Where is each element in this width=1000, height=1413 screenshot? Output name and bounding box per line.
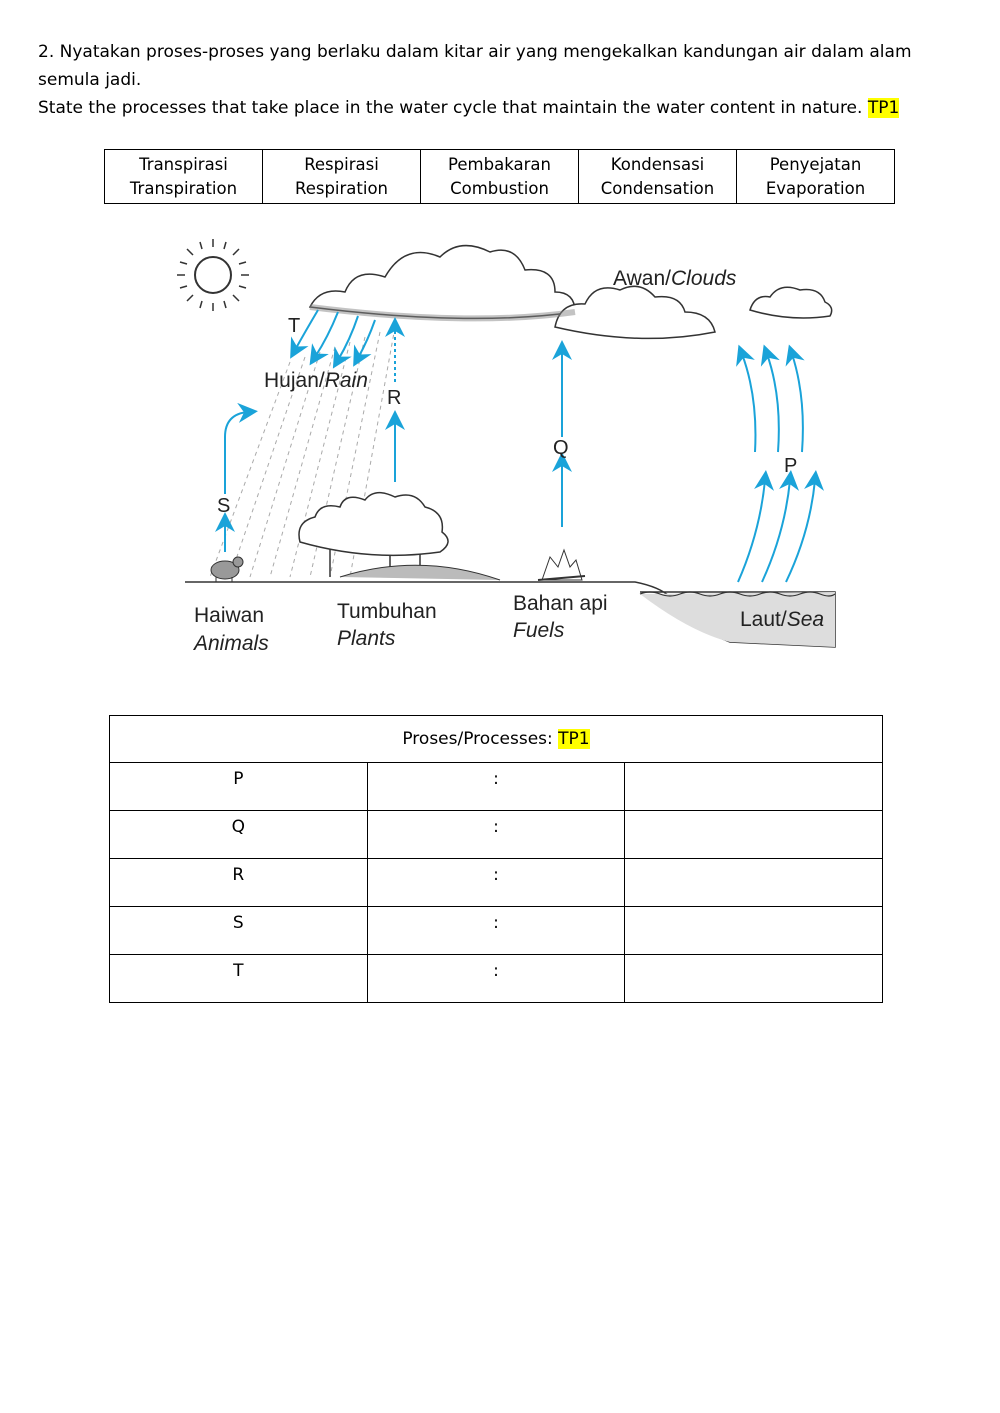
letter-r: R — [387, 387, 401, 409]
row-colon: : — [366, 858, 626, 907]
question-malay: 2. Nyatakan proses-proses yang berlaku d… — [38, 42, 912, 90]
fuel-icon — [537, 548, 586, 581]
answer-field-r[interactable] — [624, 858, 883, 907]
clouds-label: Awan/Clouds — [613, 267, 737, 290]
fuels-label: Bahan api — [513, 592, 608, 615]
plants-label-en: Plants — [337, 627, 396, 650]
sun-icon — [177, 239, 249, 311]
animals-label: Haiwan — [194, 604, 264, 627]
answer-field-t[interactable] — [624, 954, 883, 1003]
row-letter: T — [109, 954, 368, 1003]
question-english: State the processes that take place in t… — [38, 98, 900, 118]
answer-table: Proses/Processes: TP1 P : Q : R : S : T … — [109, 715, 883, 1003]
letter-s: S — [217, 495, 230, 517]
answer-field-p[interactable] — [624, 762, 883, 811]
fuels-label-en: Fuels — [513, 619, 565, 642]
tp-badge: TP1 — [558, 729, 590, 749]
row-letter: P — [109, 762, 368, 811]
plants-icon — [298, 491, 449, 577]
answer-table-header: Proses/Processes: TP1 — [109, 715, 883, 763]
cloud-icon — [308, 244, 833, 340]
rain-label: Hujan/Rain — [264, 369, 368, 392]
row-letter: R — [109, 858, 368, 907]
sea-shape — [640, 592, 835, 647]
animals-label-en: Animals — [192, 632, 269, 655]
answer-field-q[interactable] — [624, 810, 883, 859]
animal-icon — [210, 556, 244, 582]
row-colon: : — [366, 954, 626, 1003]
row-colon: : — [366, 810, 626, 859]
tp-badge: TP1 — [867, 98, 900, 118]
answer-field-s[interactable] — [624, 906, 883, 955]
letter-q: Q — [553, 437, 569, 459]
row-letter: Q — [109, 810, 368, 859]
row-letter: S — [109, 906, 368, 955]
letter-p: P — [784, 455, 797, 477]
row-colon: : — [366, 906, 626, 955]
water-cycle-diagram: Awan/Clouds Hujan/Rain T R Q S P Haiwan … — [177, 239, 836, 655]
row-colon: : — [366, 762, 626, 811]
question-text: 2. Nyatakan proses-proses yang berlaku d… — [38, 38, 968, 122]
sea-label: Laut/Sea — [740, 608, 824, 631]
letter-t: T — [288, 315, 300, 337]
plants-label: Tumbuhan — [337, 600, 437, 623]
process-arrows — [215, 309, 824, 583]
